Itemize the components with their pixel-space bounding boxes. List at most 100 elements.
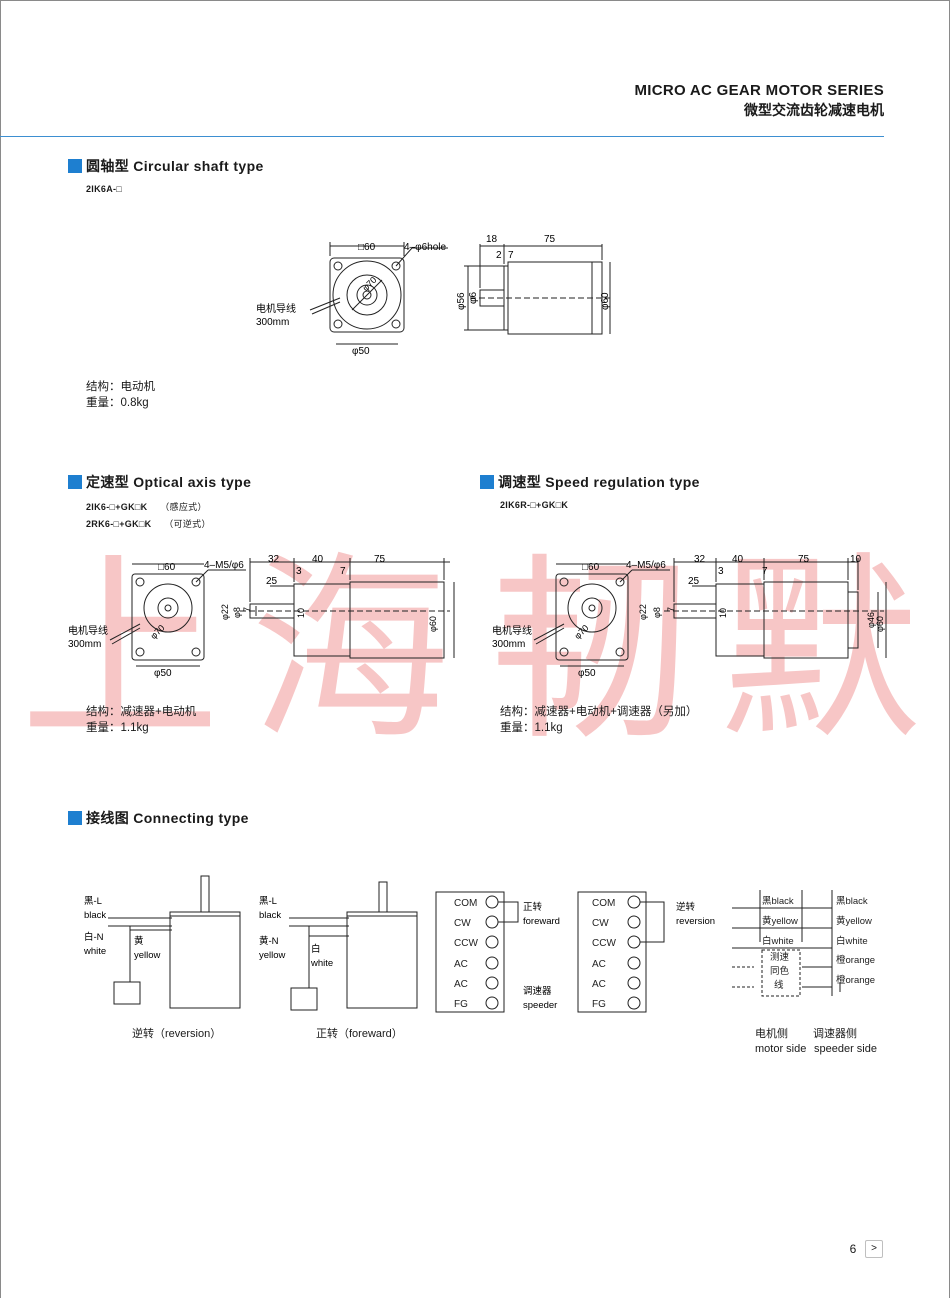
dim-hole: 4–M5/φ6 bbox=[626, 560, 666, 571]
dim-d50: φ50 bbox=[578, 668, 596, 679]
watermark-char-4: 默 bbox=[720, 540, 920, 763]
section-heading-speed: 调速型 Speed regulation type bbox=[480, 472, 700, 492]
foreward-caption: 正转（foreward） bbox=[316, 1028, 403, 1040]
next-page-button[interactable]: > bbox=[865, 1240, 883, 1258]
dim-l32: 32 bbox=[694, 554, 706, 565]
same-color-box bbox=[761, 949, 801, 997]
gearbox-side bbox=[715, 583, 765, 657]
dim-sq60: □60 bbox=[358, 242, 376, 253]
direction-zh: 正转 bbox=[523, 901, 543, 913]
section-square-icon bbox=[68, 159, 82, 173]
dim-d22: φ22 bbox=[638, 604, 648, 620]
lead-label: 电机导线 bbox=[68, 624, 108, 637]
motor-shaft bbox=[378, 881, 388, 913]
pin-cw: CW bbox=[454, 918, 471, 929]
motor-outline bbox=[346, 911, 418, 1009]
wire-white-zh: 白-N bbox=[84, 931, 104, 943]
pin-cw: CW bbox=[592, 918, 609, 929]
gearbox-front bbox=[131, 573, 205, 661]
tach-cap bbox=[847, 591, 859, 649]
dim-l2: 2 bbox=[496, 250, 502, 261]
dim-d22: φ22 bbox=[220, 604, 230, 620]
series-title-en: MICRO AC GEAR MOTOR SERIES bbox=[634, 82, 884, 99]
circular-front-view: □60 4–φ6hole φ70 φ50 电机导线 300mm bbox=[256, 242, 448, 357]
circular-side-view: 18 75 2 7 φ56 φ6 φ60 bbox=[456, 234, 611, 335]
left-wire-white: 白white bbox=[762, 935, 794, 947]
right-wire-orange-2: 橙orange bbox=[836, 974, 875, 986]
lead-length: 300mm bbox=[68, 639, 101, 650]
terminal-block-foreward: COM CW CCW AC AC FG 正转 foreward 调速器 spee… bbox=[435, 891, 560, 1013]
dim-l10: 10 bbox=[296, 608, 306, 618]
pin-ccw: CCW bbox=[454, 938, 478, 949]
wire-black-zh: 黑-L bbox=[84, 896, 102, 907]
direction-zh: 逆转 bbox=[676, 901, 696, 913]
model-code: 2IK6R-□+GK□K bbox=[500, 500, 569, 510]
dim-d8: φ8 bbox=[232, 607, 242, 618]
dim-d50: φ50 bbox=[154, 668, 172, 679]
terminal-block-reversion: COM CW CCW AC AC FG 逆转 reversion bbox=[577, 891, 715, 1013]
watermark-char-3: 韧 bbox=[490, 540, 690, 763]
dim-l7b: 7 bbox=[340, 566, 346, 577]
speeder-side-zh: 调速器侧 bbox=[813, 1028, 857, 1040]
lead-label: 电机导线 bbox=[492, 624, 532, 637]
speeder-en: speeder bbox=[523, 1000, 557, 1011]
same-color-1: 测速 bbox=[770, 952, 790, 963]
dim-l18: 18 bbox=[486, 234, 498, 245]
heading-en: Connecting type bbox=[133, 810, 249, 826]
structure-text: 结构：电动机 bbox=[86, 381, 155, 393]
dim-l7b: 7 bbox=[762, 566, 768, 577]
lead-length: 300mm bbox=[256, 317, 289, 328]
same-color-3: 线 bbox=[774, 979, 784, 991]
reversion-wiring-diagram: 黑-L black 白-N white 黄 yellow bbox=[83, 875, 241, 1009]
left-wire-yellow: 黄yellow bbox=[762, 915, 798, 927]
page-border-top bbox=[0, 0, 950, 1]
dim-d8: φ8 bbox=[652, 607, 662, 618]
dim-l7: 7 bbox=[508, 250, 514, 261]
pin-ac1: AC bbox=[454, 959, 468, 970]
dim-l10b: 10 bbox=[850, 554, 862, 565]
structure-text: 结构：减速器+电动机+调速器（另加） bbox=[500, 706, 698, 718]
dim-d50: φ50 bbox=[352, 346, 370, 357]
watermark-char-1: 上 bbox=[20, 540, 220, 763]
dim-l75: 75 bbox=[544, 234, 556, 245]
capacitor bbox=[290, 987, 318, 1011]
page-border-left bbox=[0, 0, 1, 1298]
optical-spec: 结构：减速器+电动机 重量：1.1kg bbox=[86, 704, 196, 736]
foreward-wiring-diagram: 黑-L black 黄-N yellow 白 white bbox=[259, 881, 418, 1011]
pin-com: COM bbox=[454, 898, 477, 909]
motor-shaft bbox=[200, 875, 210, 913]
wire-yellow-zh: 黄 bbox=[134, 935, 144, 947]
gearbox-side bbox=[293, 583, 351, 657]
series-title-zh: 微型交流齿轮减速电机 bbox=[744, 102, 884, 118]
section-square-icon bbox=[68, 475, 82, 489]
motor-side-zh: 电机侧 bbox=[755, 1028, 788, 1040]
weight-text: 重量：1.1kg bbox=[86, 722, 149, 734]
terminal-frame bbox=[435, 891, 505, 1013]
dim-d6: φ6 bbox=[468, 292, 479, 304]
pin-ccw: CCW bbox=[592, 938, 616, 949]
motor-side-en: motor side bbox=[755, 1043, 807, 1055]
direction-en: reversion bbox=[676, 916, 715, 927]
jumper-com-ccw bbox=[640, 901, 665, 943]
motor-outline bbox=[169, 911, 241, 1009]
wire-yellow-en: yellow bbox=[259, 950, 286, 961]
dim-l3: 3 bbox=[296, 566, 302, 577]
section-heading-optical: 定速型 Optical axis type bbox=[68, 472, 251, 492]
wire-yellow-zh: 黄-N bbox=[259, 935, 279, 947]
circular-spec: 结构：电动机 重量：0.8kg bbox=[86, 379, 155, 411]
optical-drawing: □60 4–M5/φ6 φ70 φ50 电机导线 300mm φ22 φ8 7 … bbox=[68, 554, 455, 679]
dim-l3: 3 bbox=[718, 566, 724, 577]
flange-square bbox=[329, 257, 405, 333]
direction-en: foreward bbox=[523, 916, 560, 927]
dim-l32: 32 bbox=[268, 554, 280, 565]
model-code: 2IK6A-□ bbox=[86, 184, 123, 194]
right-wire-white: 白white bbox=[836, 935, 868, 947]
section-square-icon bbox=[480, 475, 494, 489]
capacitor bbox=[113, 981, 141, 1005]
dim-l75: 75 bbox=[374, 554, 386, 565]
heading-zh: 定速型 bbox=[86, 474, 130, 490]
header-rule bbox=[0, 136, 884, 137]
wire-white-en: white bbox=[83, 946, 106, 957]
pin-com: COM bbox=[592, 898, 615, 909]
dim-d46: φ46 bbox=[866, 612, 876, 628]
